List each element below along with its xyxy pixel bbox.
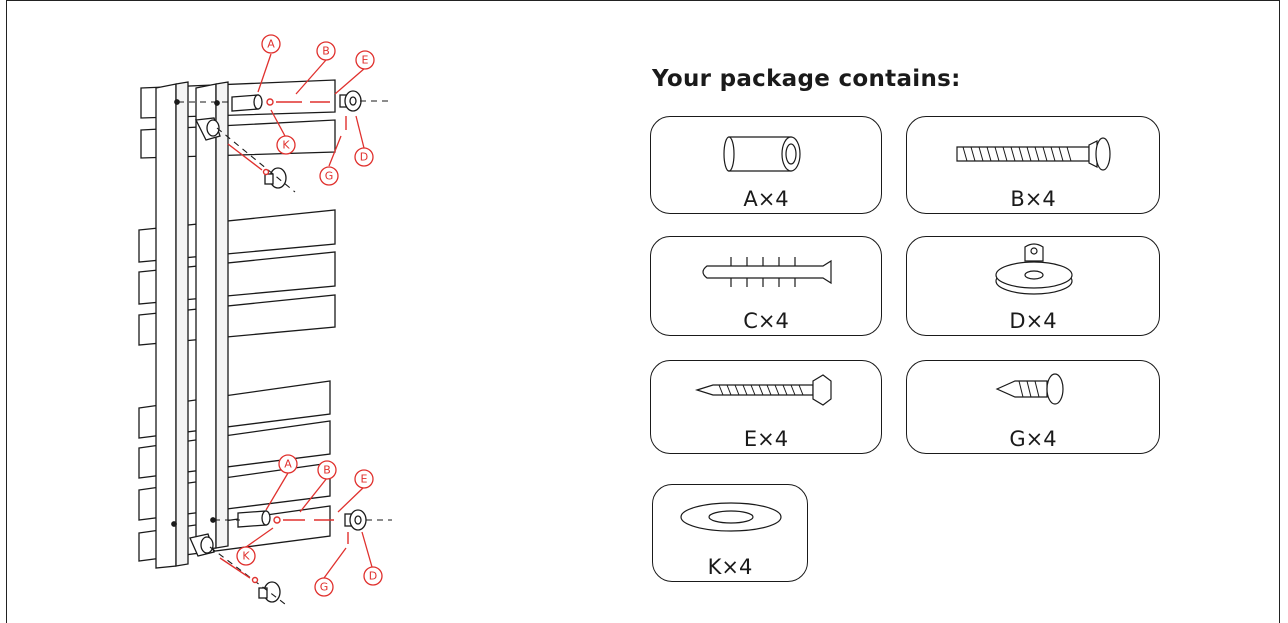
callout-d-top: D — [360, 151, 368, 164]
part-label-b: B×4 — [1010, 187, 1056, 211]
callouts-top — [257, 34, 375, 186]
callout-b-top: B — [322, 45, 330, 58]
part-label-c: C×4 — [743, 309, 789, 333]
part-card-b: B×4 — [906, 116, 1160, 214]
part-card-c: C×4 — [650, 236, 882, 336]
callout-k-bottom: K — [242, 550, 250, 563]
part-label-a: A×4 — [743, 187, 789, 211]
part-card-d: D×4 — [906, 236, 1160, 336]
callout-d-bottom: D — [369, 570, 377, 583]
bottom-spacer-a — [189, 510, 271, 557]
callout-e-bottom: E — [361, 473, 368, 486]
spacer-sleeve-icon — [723, 136, 801, 172]
callout-b-bottom: B — [323, 464, 331, 477]
wall-cover-cap-icon — [995, 243, 1073, 295]
callouts-bottom — [236, 454, 383, 597]
part-label-k: K×4 — [707, 555, 753, 579]
callout-k-top: K — [282, 139, 290, 152]
radiator-rails — [155, 81, 229, 569]
grub-screw-icon — [995, 373, 1064, 405]
page-border — [6, 0, 1280, 623]
package-title: Your package contains: — [652, 66, 961, 92]
part-label-e: E×4 — [743, 427, 789, 451]
self-tapping-screw-icon — [694, 374, 832, 406]
radiator-assembly-diagram: A B E K G D A B E K G D — [138, 34, 392, 605]
part-card-g: G×4 — [906, 360, 1160, 454]
top-spacer-a — [195, 94, 263, 141]
callout-e-top: E — [362, 54, 369, 67]
part-card-e: E×4 — [650, 360, 882, 454]
washer-icon — [680, 502, 782, 532]
callout-a-top: A — [267, 38, 275, 51]
wall-plug-icon — [702, 257, 832, 287]
part-label-g: G×4 — [1009, 427, 1057, 451]
callout-g-top: G — [325, 170, 334, 183]
part-label-d: D×4 — [1009, 309, 1057, 333]
callout-a-bottom: A — [284, 458, 292, 471]
part-card-a: A×4 — [650, 116, 882, 214]
long-screw-icon — [956, 137, 1111, 171]
callout-g-bottom: G — [320, 581, 329, 594]
part-card-k: K×4 — [652, 484, 808, 582]
